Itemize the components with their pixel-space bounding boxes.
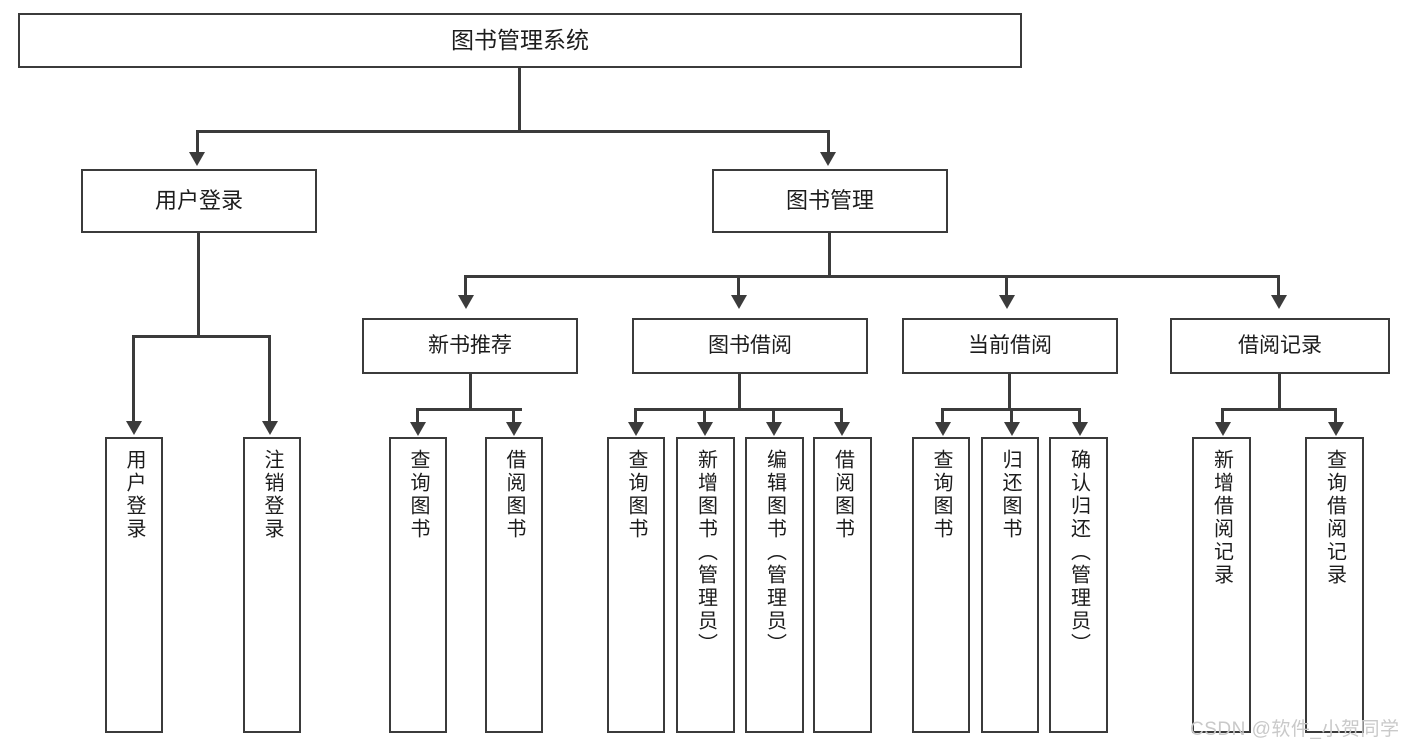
leaf-edit-book[interactable]: 编辑图书（管理员） (745, 437, 804, 733)
leaf-label: 归还图书 (999, 449, 1021, 541)
arrow-cb-to-leaf-3 (1072, 422, 1088, 436)
connector-borrow-record-stem (1278, 374, 1281, 410)
leaf-label: 查询图书 (625, 449, 647, 541)
connector-bb-to-leaf-3 (772, 408, 775, 424)
connector-cb-to-leaf-1 (941, 408, 944, 424)
connector-root-split-bar (196, 130, 830, 133)
csdn-watermark: CSDN @软件_小贺同学 (1190, 719, 1400, 740)
node-book-management[interactable]: 图书管理 (712, 169, 948, 233)
leaf-query-book-borrow[interactable]: 查询图书 (607, 437, 665, 733)
node-user-login[interactable]: 用户登录 (81, 169, 317, 233)
connector-bm-to-borrow-record (1277, 275, 1280, 297)
arrow-bb-to-leaf-4 (834, 422, 850, 436)
node-label: 图书管理 (785, 188, 874, 214)
leaf-label: 注销登录 (261, 449, 283, 541)
connector-borrow-record-bar (1221, 408, 1337, 411)
leaf-confirm-return[interactable]: 确认归还（管理员） (1049, 437, 1108, 733)
arrow-new-book-to-leaf-2 (506, 422, 522, 436)
arrow-br-to-leaf-1 (1215, 422, 1231, 436)
arrow-root-to-book-management (820, 152, 836, 166)
arrow-root-to-user-login (189, 152, 205, 166)
leaf-label: 查询图书 (930, 449, 952, 541)
connector-br-to-leaf-2 (1334, 408, 1337, 424)
connector-root-to-user-login (196, 130, 199, 154)
connector-cb-to-leaf-3 (1078, 408, 1081, 424)
connector-new-book-to-leaf-1 (416, 408, 419, 424)
connector-user-login-to-leaf-2 (268, 335, 271, 423)
arrow-bm-to-current-borrow (999, 295, 1015, 309)
connector-user-login-to-leaf-1 (132, 335, 135, 423)
arrow-bb-to-leaf-1 (628, 422, 644, 436)
leaf-label: 借阅图书 (503, 449, 525, 541)
leaf-borrow-book[interactable]: 借阅图书 (813, 437, 872, 733)
node-label: 用户登录 (154, 188, 243, 214)
node-label: 图书管理系统 (451, 27, 589, 54)
leaf-label: 借阅图书 (831, 449, 854, 541)
leaf-logout-login[interactable]: 注销登录 (243, 437, 301, 733)
connector-book-management-bar (464, 275, 1280, 278)
connector-new-book-stem (469, 374, 472, 410)
leaf-user-login[interactable]: 用户登录 (105, 437, 163, 733)
leaf-label: 确认归还（管理员） (1067, 449, 1090, 656)
connector-bm-to-current-borrow (1005, 275, 1008, 297)
leaf-label: 用户登录 (123, 449, 145, 541)
connector-root-to-book-management (827, 130, 830, 154)
arrow-user-login-to-leaf-2 (262, 421, 278, 435)
node-label: 图书借阅 (708, 333, 792, 357)
arrow-new-book-to-leaf-1 (410, 422, 426, 436)
leaf-label: 新增借阅记录 (1210, 449, 1233, 587)
connector-current-borrow-stem (1008, 374, 1011, 410)
connector-new-book-to-leaf-2 (512, 408, 515, 424)
node-current-borrow[interactable]: 当前借阅 (902, 318, 1118, 374)
node-borrow-record[interactable]: 借阅记录 (1170, 318, 1390, 374)
connector-bm-to-book-borrow (737, 275, 740, 297)
leaf-borrow-book-new-recommend[interactable]: 借阅图书 (485, 437, 543, 733)
leaf-label: 查询借阅记录 (1323, 449, 1346, 587)
arrow-bb-to-leaf-2 (697, 422, 713, 436)
leaf-label: 编辑图书（管理员） (763, 449, 786, 656)
leaf-label: 新增图书（管理员） (694, 449, 717, 656)
arrow-bb-to-leaf-3 (766, 422, 782, 436)
arrow-cb-to-leaf-1 (935, 422, 951, 436)
connector-bm-to-new-book (464, 275, 467, 297)
connector-user-login-bar (132, 335, 268, 338)
leaf-return-book[interactable]: 归还图书 (981, 437, 1039, 733)
arrow-cb-to-leaf-2 (1004, 422, 1020, 436)
connector-br-to-leaf-1 (1221, 408, 1224, 424)
node-new-book-recommend[interactable]: 新书推荐 (362, 318, 578, 374)
connector-book-borrow-stem (738, 374, 741, 410)
node-root-book-management-system[interactable]: 图书管理系统 (18, 13, 1022, 68)
node-book-borrow[interactable]: 图书借阅 (632, 318, 868, 374)
connector-user-login-stem (197, 233, 200, 337)
leaf-query-borrow-record[interactable]: 查询借阅记录 (1305, 437, 1364, 733)
connector-book-management-stem (828, 233, 831, 277)
arrow-bm-to-book-borrow (731, 295, 747, 309)
arrow-br-to-leaf-2 (1328, 422, 1344, 436)
connector-cb-to-leaf-2 (1010, 408, 1013, 424)
connector-book-borrow-bar (634, 408, 842, 411)
node-label: 当前借阅 (968, 333, 1052, 357)
connector-bb-to-leaf-1 (634, 408, 637, 424)
arrow-user-login-to-leaf-1 (126, 421, 142, 435)
connector-bb-to-leaf-4 (840, 408, 843, 424)
leaf-add-borrow-record[interactable]: 新增借阅记录 (1192, 437, 1251, 733)
node-label: 新书推荐 (428, 333, 512, 357)
arrow-bm-to-borrow-record (1271, 295, 1287, 309)
connector-bb-to-leaf-2 (703, 408, 706, 424)
connector-new-book-bar (416, 408, 522, 411)
leaf-query-book-new-recommend[interactable]: 查询图书 (389, 437, 447, 733)
arrow-bm-to-new-book (458, 295, 474, 309)
leaf-label: 查询图书 (407, 449, 429, 541)
leaf-add-book[interactable]: 新增图书（管理员） (676, 437, 735, 733)
leaf-query-book-current[interactable]: 查询图书 (912, 437, 970, 733)
connector-root-stem (518, 68, 521, 132)
node-label: 借阅记录 (1238, 333, 1322, 357)
